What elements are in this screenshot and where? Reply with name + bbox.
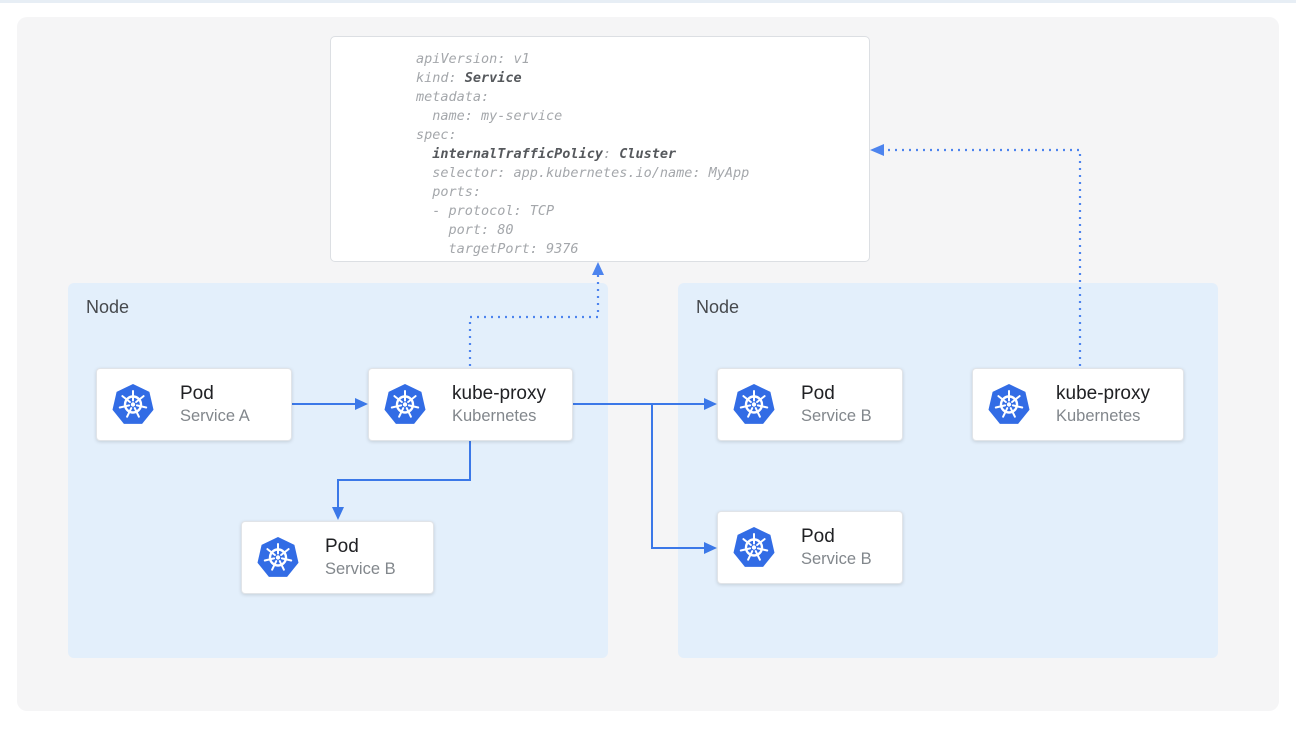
card-kube-proxy-left: kube-proxy Kubernetes <box>368 368 573 441</box>
kubernetes-icon <box>732 526 776 570</box>
card-pod-service-a: Pod Service A <box>96 368 292 441</box>
code-line: kind: Service <box>416 69 869 88</box>
code-segment: apiVersion: v1 <box>416 51 530 67</box>
code-segment: targetPort: 9376 <box>416 241 579 257</box>
card-title: kube-proxy <box>452 383 546 404</box>
card-title: Pod <box>180 383 214 404</box>
code-segment: spec: <box>416 127 457 143</box>
node-right-label: Node <box>696 297 740 317</box>
card-subtitle: Service B <box>325 560 396 578</box>
kubernetes-icon <box>256 536 300 580</box>
code-bold-segment: internalTrafficPolicy <box>432 146 603 162</box>
card-text: kube-proxy Kubernetes <box>452 382 546 427</box>
card-subtitle: Service B <box>801 407 872 425</box>
kubernetes-icon <box>732 383 776 427</box>
code-bold-segment: Cluster <box>619 146 677 162</box>
card-title: Pod <box>801 383 835 404</box>
code-line: internalTrafficPolicy: Cluster <box>416 145 869 164</box>
node-left: Node <box>68 283 608 658</box>
code-segment: kind: <box>416 70 465 86</box>
code-segment <box>416 146 432 162</box>
code-segment: port: 80 <box>416 222 514 238</box>
code-line: name: my-service <box>416 107 869 126</box>
card-kube-proxy-right: kube-proxy Kubernetes <box>972 368 1184 441</box>
node-left-label: Node <box>86 297 130 317</box>
node-right: Node <box>678 283 1218 658</box>
code-segment: selector: app.kubernetes.io/name: MyApp <box>416 165 750 181</box>
card-pod-service-b-right-bottom: Pod Service B <box>717 511 903 584</box>
card-subtitle: Service A <box>180 407 250 425</box>
code-line: spec: <box>416 126 869 145</box>
code-line: apiVersion: v1 <box>416 50 869 69</box>
code-line: ports: <box>416 183 869 202</box>
card-subtitle: Service B <box>801 550 872 568</box>
card-title: kube-proxy <box>1056 383 1150 404</box>
card-subtitle: Kubernetes <box>1056 407 1141 425</box>
card-title: Pod <box>325 536 359 557</box>
card-text: Pod Service B <box>801 525 872 570</box>
code-segment: - protocol: TCP <box>416 203 555 219</box>
card-text: kube-proxy Kubernetes <box>1056 382 1150 427</box>
card-text: Pod Service A <box>180 382 250 427</box>
card-text: Pod Service B <box>801 382 872 427</box>
code-line: metadata: <box>416 88 869 107</box>
card-pod-service-b-left: Pod Service B <box>241 521 434 594</box>
kubernetes-icon <box>987 383 1031 427</box>
kubernetes-icon <box>111 383 155 427</box>
card-text: Pod Service B <box>325 535 396 580</box>
card-subtitle: Kubernetes <box>452 407 537 425</box>
code-segment: name: my-service <box>416 108 563 124</box>
code-line: selector: app.kubernetes.io/name: MyApp <box>416 164 869 183</box>
code-segment: metadata: <box>416 89 490 105</box>
card-title: Pod <box>801 526 835 547</box>
code-line: port: 80 <box>416 221 869 240</box>
kubernetes-icon <box>383 383 427 427</box>
card-pod-service-b-right-top: Pod Service B <box>717 368 903 441</box>
code-segment: : <box>602 146 620 162</box>
code-bold-segment: Service <box>464 70 522 86</box>
code-line: targetPort: 9376 <box>416 240 869 259</box>
code-line: - protocol: TCP <box>416 202 869 221</box>
top-divider-line <box>0 0 1296 3</box>
code-segment: ports: <box>416 184 482 200</box>
